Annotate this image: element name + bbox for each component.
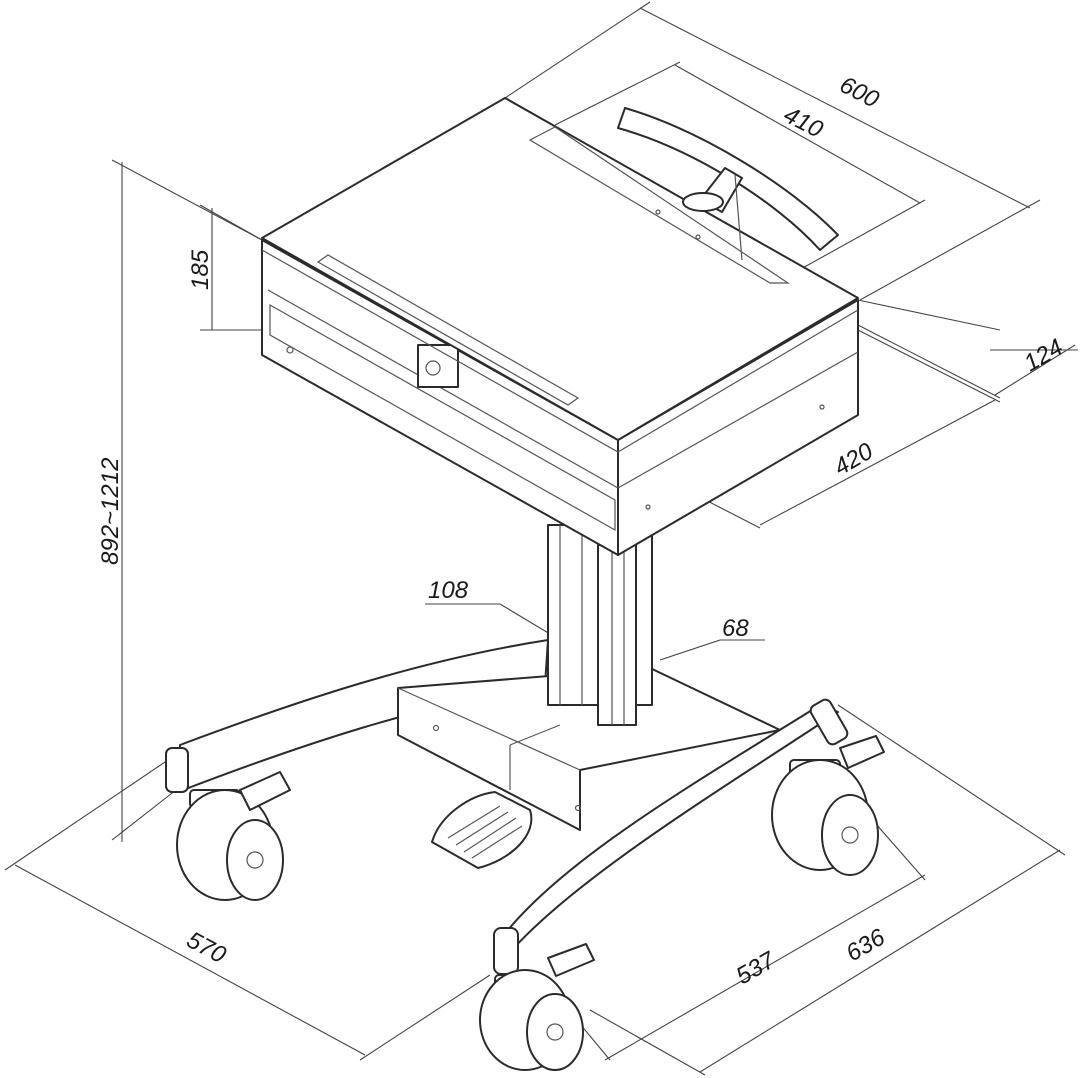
dim-base-width-inner: 537 [732, 946, 782, 990]
dim-column-depth: 68 [722, 615, 749, 642]
dim-height-worksurface: 185 [187, 249, 214, 290]
caster-rear-left [176, 771, 291, 901]
caster-rear-right [771, 735, 885, 876]
dim-depth-front: 420 [830, 437, 879, 481]
dim-height-range: 892~1212 [97, 458, 124, 565]
worksurface-top [261, 97, 859, 441]
dim-base-length: 570 [182, 926, 231, 969]
cart-illustration [165, 97, 885, 1071]
front-slot [316, 254, 580, 406]
handle [617, 107, 839, 261]
dim-width-inner: 410 [779, 101, 828, 144]
dim-column-width: 108 [428, 577, 469, 604]
dim-base-width-outer: 636 [842, 923, 891, 967]
caster-front [479, 943, 595, 1071]
back-slot [528, 126, 790, 284]
dim-width-total: 600 [835, 71, 884, 114]
drawer-lock [417, 344, 459, 388]
dim-depth-side: 124 [1020, 334, 1068, 377]
foot-pedal [431, 791, 533, 869]
